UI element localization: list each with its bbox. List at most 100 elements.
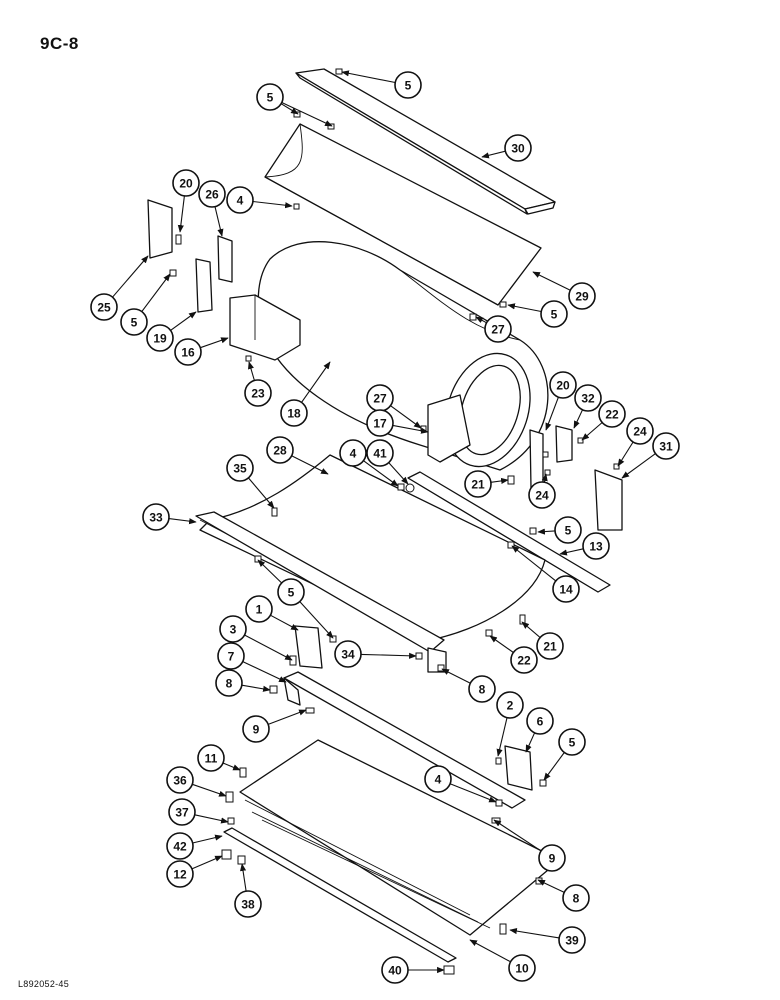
callout: 38 xyxy=(234,890,262,918)
part-29-top-panel xyxy=(264,123,542,306)
leader-line xyxy=(441,668,471,684)
callout: 20 xyxy=(549,371,577,399)
callout: 5 xyxy=(277,578,305,606)
leader-line xyxy=(341,70,396,84)
callout-number: 5 xyxy=(569,736,576,750)
callout-number: 4 xyxy=(435,773,442,787)
callout-circle xyxy=(626,417,654,445)
callout-circle xyxy=(528,481,556,509)
leader-line xyxy=(621,453,656,479)
leader-line xyxy=(493,819,542,852)
callout-circle xyxy=(166,860,194,888)
callout-circle xyxy=(215,669,243,697)
callout: 4 xyxy=(424,765,452,793)
callout: 5 xyxy=(256,83,284,111)
callout: 3 xyxy=(219,615,247,643)
callout-circle xyxy=(242,715,270,743)
leader-line xyxy=(573,409,583,429)
callout-circle xyxy=(510,646,538,674)
callout: 16 xyxy=(174,338,202,366)
callout-number: 41 xyxy=(373,447,387,461)
leader-line xyxy=(301,361,331,403)
callout-circle xyxy=(217,642,245,670)
callout: 32 xyxy=(574,384,602,412)
callout-circle xyxy=(536,632,564,660)
callout-number: 25 xyxy=(97,301,111,315)
callout: 20 xyxy=(172,169,200,197)
leader-line xyxy=(392,424,429,434)
leader-line xyxy=(496,717,508,757)
callout-number: 7 xyxy=(228,650,235,664)
callout: 1 xyxy=(245,595,273,623)
callout: 25 xyxy=(90,293,118,321)
part-33-angle-strip xyxy=(195,511,445,653)
callout-number: 35 xyxy=(233,462,247,476)
callout: 23 xyxy=(244,379,272,407)
callout: 36 xyxy=(166,766,194,794)
callout: 2 xyxy=(496,691,524,719)
leader-line xyxy=(509,928,560,939)
callout: 24 xyxy=(528,481,556,509)
callout-number: 24 xyxy=(633,425,647,439)
leader-line xyxy=(543,752,565,781)
callout-number: 14 xyxy=(559,583,573,597)
callout: 14 xyxy=(552,575,580,603)
callout-number: 19 xyxy=(153,332,167,346)
callout-number: 5 xyxy=(131,316,138,330)
callout: 9 xyxy=(538,844,566,872)
callout-number: 22 xyxy=(517,654,531,668)
callout-number: 30 xyxy=(511,142,525,156)
callout-number: 36 xyxy=(173,774,187,788)
callout-circle xyxy=(339,439,367,467)
leader-line xyxy=(244,634,293,661)
callout-circle xyxy=(226,454,254,482)
callout-circle xyxy=(554,516,582,544)
leader-line xyxy=(532,271,571,291)
leader-line xyxy=(112,255,149,298)
callout-circle xyxy=(526,707,554,735)
callout: 39 xyxy=(558,926,586,954)
page-code: 9C-8 xyxy=(40,34,79,53)
callout-number: 17 xyxy=(373,417,387,431)
callout-circle xyxy=(464,470,492,498)
callout-number: 4 xyxy=(350,447,357,461)
callout-number: 27 xyxy=(373,392,387,406)
leader-line xyxy=(507,303,542,313)
part-20-right-bracket xyxy=(529,429,544,489)
leader-line xyxy=(481,150,506,159)
callout-circle xyxy=(277,578,305,606)
callout: 28 xyxy=(266,436,294,464)
leader-line xyxy=(200,337,229,349)
leader-line xyxy=(511,545,557,582)
leader-line xyxy=(521,621,541,638)
callout-circle xyxy=(508,954,536,982)
part-19-side-plate xyxy=(195,258,213,313)
leader-line xyxy=(191,855,223,870)
callout-circle xyxy=(90,293,118,321)
callout-circle xyxy=(219,615,247,643)
leader-line xyxy=(559,548,584,556)
callout: 8 xyxy=(468,675,496,703)
leader-line xyxy=(489,635,514,653)
callout-number: 21 xyxy=(543,640,557,654)
part-30-top-rail xyxy=(295,68,556,215)
callout-circle xyxy=(166,832,194,860)
leader-line xyxy=(268,709,307,725)
leader-line xyxy=(192,783,227,797)
callout: 5 xyxy=(554,516,582,544)
callout-circle xyxy=(558,728,586,756)
callout-number: 5 xyxy=(267,91,274,105)
part-26-side-plate xyxy=(217,235,233,283)
callout-number: 32 xyxy=(581,392,595,406)
callout-circle xyxy=(198,180,226,208)
callout: 37 xyxy=(168,798,196,826)
callout-number: 8 xyxy=(573,892,580,906)
leader-line xyxy=(247,477,275,509)
callout: 29 xyxy=(568,282,596,310)
callout-number: 20 xyxy=(179,177,193,191)
callout-number: 27 xyxy=(491,323,505,337)
leader-line xyxy=(194,814,229,824)
callout-number: 39 xyxy=(565,934,579,948)
callout-circle xyxy=(562,884,590,912)
